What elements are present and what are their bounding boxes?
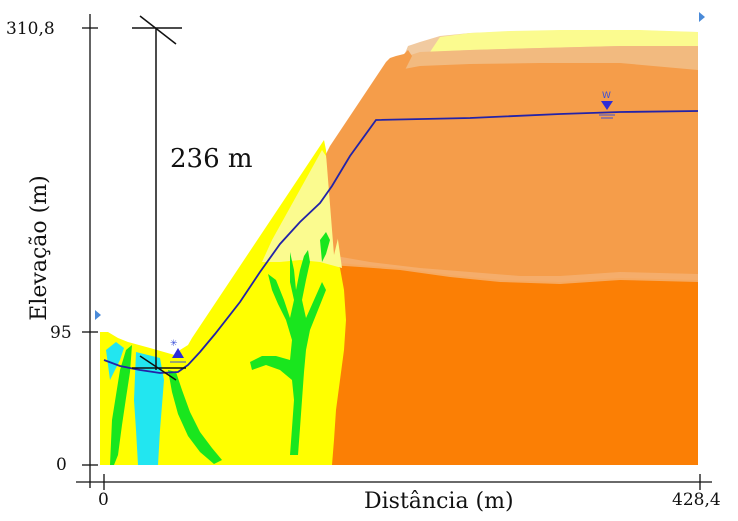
dimension-label: 236 m [170,144,253,174]
right-boundary-flag-icon [699,12,705,22]
x-tick-start: 0 [98,490,109,510]
materials [100,30,698,465]
cyan-vein-middle [134,352,164,465]
y-tick-top: 310,8 [6,19,55,39]
y-axis-title: Elevação (m) [27,175,52,320]
left-boundary-flag-icon [95,310,101,320]
water-marker-right: W [599,91,615,119]
x-axis [76,474,712,490]
svg-text:✳: ✳ [170,339,178,349]
y-tick-zero: 0 [56,455,67,475]
green-vein-lower [168,370,222,464]
y-tick-mid: 95 [50,323,72,343]
x-tick-end: 428,4 [672,490,721,510]
weathered-band [330,255,698,284]
bedrock-orange [330,262,698,465]
cyan-vein-left [106,342,124,380]
water-marker-label: W [602,91,611,101]
stepped-upper-slope [326,50,412,255]
height-dimension: 236 m [132,15,253,381]
y-axis [82,14,98,488]
topsoil-cap [430,30,698,52]
green-vein-left [110,345,132,465]
x-axis-title: Distância (m) [364,489,514,514]
water-marker-left: ✳ [170,339,186,363]
water-table-line [103,110,699,374]
green-vein-top [320,232,330,262]
